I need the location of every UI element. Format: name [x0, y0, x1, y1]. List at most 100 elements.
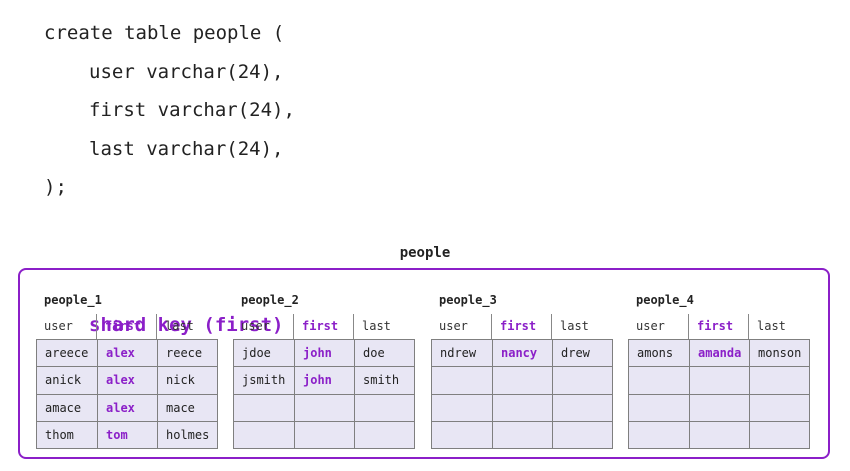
people-table-container	[18, 268, 830, 459]
table-cell-user	[432, 367, 492, 393]
table-cell-first	[689, 421, 749, 448]
table-cell-user: jsmith	[242, 373, 286, 388]
column-header-last: last	[156, 314, 216, 339]
table-cell-user: areece	[45, 346, 89, 360]
table-cell-first	[294, 394, 354, 421]
table-cell-user	[629, 395, 689, 421]
code-line-shard-key: shard key (first)	[89, 314, 284, 336]
column-header-first: first	[293, 314, 353, 339]
table-cell-user: anick	[45, 373, 82, 388]
table-row	[629, 420, 809, 448]
table-row	[234, 420, 414, 448]
table-cell-last: monson	[749, 340, 809, 367]
table-cell-first	[689, 367, 749, 394]
table-cell-user: thom	[45, 427, 74, 442]
table-cell-first	[689, 394, 749, 421]
shard-title: people_4	[636, 293, 694, 307]
table-cell-first	[492, 367, 552, 394]
table-cell-user	[629, 422, 689, 448]
table-cell-user: amons	[637, 346, 674, 360]
sql-code-block: create table people ( user varchar(24), …	[44, 14, 295, 336]
table-cell-first: alex	[97, 340, 157, 367]
table-row	[432, 366, 612, 394]
shard-title: people_1	[44, 293, 102, 307]
column-header-first: first	[491, 314, 551, 339]
table-cell-last	[552, 367, 612, 394]
table-cell-user: amace	[45, 400, 82, 415]
table-cell-last: mace	[157, 394, 217, 421]
table-cell-first: alex	[97, 394, 157, 421]
table-cell-last	[354, 421, 414, 448]
table-cell-first: alex	[97, 367, 157, 394]
table-cell-last: reece	[157, 340, 217, 367]
table-cell-first	[492, 421, 552, 448]
table-row	[629, 366, 809, 394]
table-cell-first	[492, 394, 552, 421]
code-line-close: );	[44, 176, 67, 198]
code-line-last: last varchar(24),	[89, 137, 284, 160]
table-cell-last: drew	[552, 340, 612, 367]
table-cell-user: ndrew	[440, 346, 477, 360]
code-line-user: user varchar(24),	[89, 60, 284, 83]
column-header-last: last	[353, 314, 413, 339]
table-cell-user	[432, 395, 492, 421]
table-cell-first: nancy	[492, 340, 552, 367]
table-row	[432, 393, 612, 421]
table-cell-first: john	[294, 367, 354, 394]
table-cell-user: jdoe	[242, 346, 271, 360]
table-cell-first: tom	[97, 421, 157, 448]
column-header-last: last	[748, 314, 808, 339]
table-cell-last: holmes	[157, 421, 217, 448]
table-cell-first: john	[294, 340, 354, 367]
table-cell-last	[552, 394, 612, 421]
table-cell-user	[234, 422, 294, 448]
column-header-user: user	[241, 319, 270, 333]
column-header-first: first	[688, 314, 748, 339]
table-cell-last	[354, 394, 414, 421]
table-cell-user	[234, 395, 294, 421]
table-cell-last	[749, 421, 809, 448]
column-header-first: first	[96, 314, 156, 339]
people-table-title: people	[399, 245, 451, 261]
table-cell-last: nick	[157, 367, 217, 394]
table-cell-first: amanda	[689, 340, 749, 367]
table-row	[629, 393, 809, 421]
table-cell-last: doe	[354, 340, 414, 367]
shard-title: people_3	[439, 293, 497, 307]
table-cell-last: smith	[354, 367, 414, 394]
column-header-user: user	[44, 319, 73, 333]
shard-title: people_2	[241, 293, 299, 307]
table-cell-last	[552, 421, 612, 448]
column-header-user: user	[439, 319, 468, 333]
table-cell-user	[629, 367, 689, 393]
table-cell-last	[749, 394, 809, 421]
table-cell-first	[294, 421, 354, 448]
code-line-first: first varchar(24),	[89, 99, 295, 121]
table-cell-last	[749, 367, 809, 394]
table-row	[234, 393, 414, 421]
table-cell-user	[432, 422, 492, 448]
column-header-last: last	[551, 314, 611, 339]
table-row	[432, 420, 612, 448]
code-line-create: create table people (	[44, 22, 285, 44]
